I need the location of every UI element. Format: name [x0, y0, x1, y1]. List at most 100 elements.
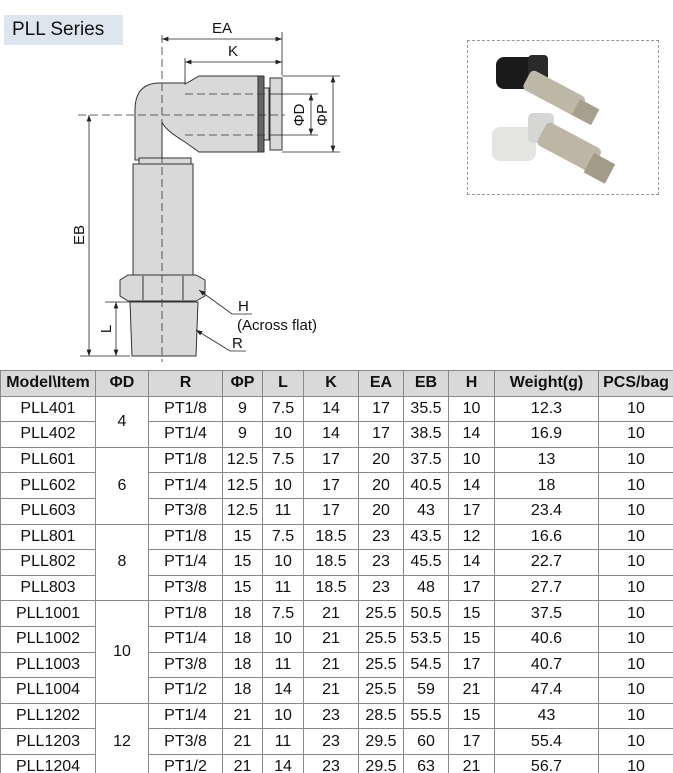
- model-cell: PLL602: [0, 472, 96, 499]
- table-cell: 37.5: [494, 600, 599, 627]
- table-cell: 18.5: [303, 549, 359, 576]
- label-p: ΦP: [314, 104, 331, 126]
- table-cell: 11: [262, 574, 304, 602]
- table-cell: 15: [222, 574, 263, 602]
- model-cell: PLL803: [0, 574, 96, 602]
- table-cell: 16.9: [494, 421, 599, 448]
- table-cell: PT1/8: [148, 395, 223, 423]
- table-cell: 54.5: [403, 651, 449, 679]
- table-cell: 17: [448, 728, 495, 755]
- table-cell: 21: [222, 728, 263, 755]
- model-cell: PLL1003: [0, 651, 96, 679]
- table-cell: 29.5: [358, 728, 404, 755]
- table-cell: 21: [303, 625, 359, 653]
- table-cell: 10: [448, 395, 495, 423]
- table-cell: 7.5: [262, 600, 304, 627]
- table-cell: 18: [222, 651, 263, 679]
- table-cell: PT3/8: [148, 651, 223, 679]
- table-cell: 20: [358, 472, 404, 499]
- tube-od-cell: 6: [95, 446, 149, 525]
- table-cell: 9: [222, 395, 263, 423]
- table-cell: 10: [598, 523, 673, 551]
- column-header: Weight(g): [494, 370, 599, 397]
- column-header: ΦP: [222, 370, 263, 397]
- table-cell: 43: [494, 702, 599, 730]
- table-cell: 21: [222, 702, 263, 730]
- table-cell: 21: [222, 753, 263, 773]
- column-header: R: [148, 370, 223, 397]
- table-cell: 55.4: [494, 728, 599, 755]
- table-cell: 43: [403, 497, 449, 525]
- label-k: K: [228, 43, 238, 60]
- table-cell: 14: [262, 753, 304, 773]
- table-cell: 10: [598, 421, 673, 448]
- table-cell: 23: [358, 549, 404, 576]
- table-cell: 14: [303, 421, 359, 448]
- table-cell: 27.7: [494, 574, 599, 602]
- table-cell: 10: [598, 753, 673, 773]
- table-cell: 18: [222, 677, 263, 704]
- table-cell: 43.5: [403, 523, 449, 551]
- table-cell: 45.5: [403, 549, 449, 576]
- series-title: PLL Series: [4, 15, 123, 45]
- model-cell: PLL401: [0, 395, 96, 423]
- table-cell: 10: [262, 472, 304, 499]
- table-cell: 17: [448, 574, 495, 602]
- table-cell: PT1/4: [148, 421, 223, 448]
- label-r: R: [232, 335, 243, 352]
- table-cell: PT1/2: [148, 753, 223, 773]
- column-header: PCS/bag: [598, 370, 673, 397]
- model-cell: PLL603: [0, 497, 96, 525]
- table-cell: 21: [303, 600, 359, 627]
- table-cell: 23.4: [494, 497, 599, 525]
- table-cell: 10: [598, 600, 673, 627]
- model-cell: PLL1004: [0, 677, 96, 704]
- table-cell: 21: [448, 753, 495, 773]
- table-cell: 18: [494, 472, 599, 499]
- dimension-diagram: EA K ΦD ΦP EB L H (Across flat) R: [71, 20, 340, 362]
- model-cell: PLL1204: [0, 753, 96, 773]
- table-cell: 14: [262, 677, 304, 704]
- column-header: L: [262, 370, 304, 397]
- table-cell: 13: [494, 446, 599, 474]
- table-cell: PT1/8: [148, 600, 223, 627]
- table-cell: 35.5: [403, 395, 449, 423]
- table-cell: 10: [262, 625, 304, 653]
- table-cell: PT1/4: [148, 625, 223, 653]
- table-cell: 17: [303, 472, 359, 499]
- table-cell: PT1/8: [148, 523, 223, 551]
- table-cell: 10: [598, 446, 673, 474]
- column-header: K: [303, 370, 359, 397]
- table-cell: 10: [598, 574, 673, 602]
- table-cell: 47.4: [494, 677, 599, 704]
- model-cell: PLL802: [0, 549, 96, 576]
- table-cell: 50.5: [403, 600, 449, 627]
- table-cell: 40.6: [494, 625, 599, 653]
- table-cell: 25.5: [358, 677, 404, 704]
- label-d: ΦD: [291, 103, 308, 126]
- table-cell: 7.5: [262, 523, 304, 551]
- table-cell: 15: [222, 549, 263, 576]
- table-cell: 12: [448, 523, 495, 551]
- model-cell: PLL402: [0, 421, 96, 448]
- model-cell: PLL1203: [0, 728, 96, 755]
- table-cell: 25.5: [358, 625, 404, 653]
- table-cell: 21: [303, 677, 359, 704]
- table-cell: PT1/4: [148, 702, 223, 730]
- table-cell: PT1/2: [148, 677, 223, 704]
- table-cell: 18.5: [303, 523, 359, 551]
- table-cell: 15: [222, 523, 263, 551]
- tube-od-cell: 4: [95, 395, 149, 448]
- table-cell: PT3/8: [148, 574, 223, 602]
- table-cell: 17: [448, 651, 495, 679]
- table-cell: 17: [358, 395, 404, 423]
- table-cell: 59: [403, 677, 449, 704]
- table-cell: 28.5: [358, 702, 404, 730]
- table-cell: 10: [598, 497, 673, 525]
- table-cell: 15: [448, 702, 495, 730]
